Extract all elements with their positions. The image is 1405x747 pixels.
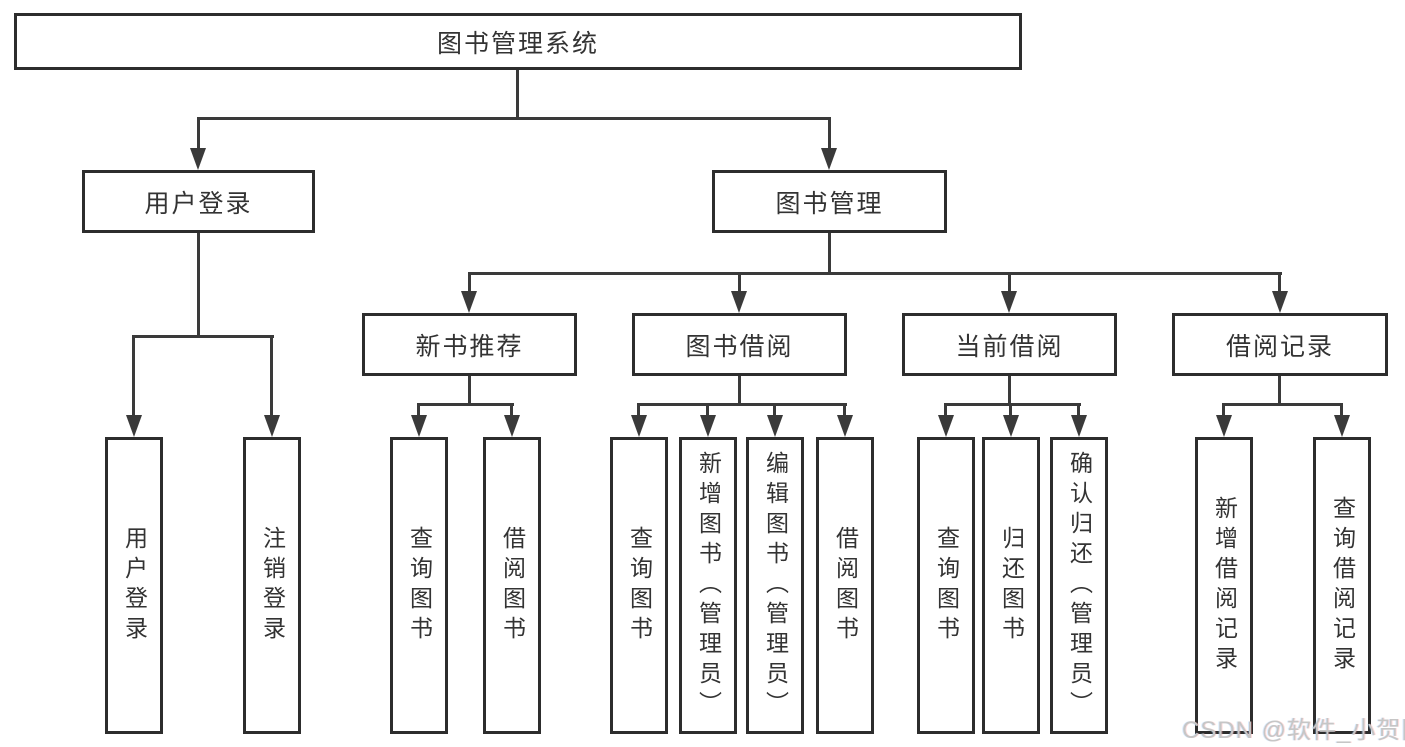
connector-line: [1008, 376, 1011, 406]
arrow-down-icon: [700, 415, 716, 437]
leaf-user-login: 用户登录: [105, 437, 163, 734]
leaf-label: 查询图书: [626, 525, 653, 646]
arrow-down-icon: [1216, 415, 1232, 437]
leaf-label: 新增借阅记录: [1211, 495, 1238, 676]
connector-line: [637, 403, 640, 417]
leaf-query-books: 查询图书: [610, 437, 668, 734]
leaf-query-books: 查询图书: [390, 437, 448, 734]
arrow-down-icon: [1272, 291, 1288, 313]
connector-line: [417, 403, 514, 406]
connector-line: [468, 376, 471, 406]
connector-line: [706, 403, 709, 417]
node-borrowing-records: 借阅记录: [1172, 313, 1388, 376]
arrow-down-icon: [1001, 291, 1017, 313]
connector-line: [1008, 272, 1011, 293]
leaf-label: 查询借阅记录: [1329, 495, 1356, 676]
leaf-confirm-return-admin: 确认归还（管理员）: [1050, 437, 1108, 734]
leaf-logout: 注销登录: [243, 437, 301, 734]
node-label: 借阅记录: [1225, 332, 1334, 361]
arrow-down-icon: [264, 415, 280, 437]
node-book-borrowing: 图书借阅: [632, 313, 847, 376]
connector-line: [1278, 376, 1281, 406]
node-label: 图书借阅: [685, 332, 794, 361]
node-label: 当前借阅: [955, 332, 1064, 361]
connector-line: [1009, 403, 1012, 417]
connector-line: [944, 403, 947, 417]
leaf-borrow-books: 借阅图书: [483, 437, 541, 734]
connector-line: [132, 335, 135, 415]
connector-line: [828, 117, 831, 150]
connector-line: [197, 117, 831, 120]
leaf-label: 新增图书（管理员）: [695, 450, 722, 721]
leaf-label: 查询图书: [406, 525, 433, 646]
leaf-label: 确认归还（管理员）: [1066, 450, 1093, 721]
connector-line: [1222, 403, 1225, 417]
csdn-watermark: CSDN @软件_小贺同学: [1182, 717, 1405, 744]
leaf-query-borrow-record: 查询借阅记录: [1313, 437, 1371, 734]
leaf-label: 查询图书: [933, 525, 960, 646]
arrow-down-icon: [837, 415, 853, 437]
arrow-down-icon: [1071, 415, 1087, 437]
connector-line: [197, 117, 200, 150]
arrow-down-icon: [504, 415, 520, 437]
node-book-management: 图书管理: [712, 170, 947, 233]
connector-line: [738, 272, 741, 293]
leaf-label: 归还图书: [998, 525, 1025, 646]
connector-line: [828, 233, 831, 275]
connector-line: [510, 403, 513, 417]
arrow-down-icon: [1003, 415, 1019, 437]
connector-line: [516, 70, 519, 118]
leaf-query-books: 查询图书: [917, 437, 975, 734]
node-user-login: 用户登录: [82, 170, 315, 233]
leaf-label: 借阅图书: [499, 525, 526, 646]
arrow-down-icon: [411, 415, 427, 437]
arrow-down-icon: [821, 148, 837, 170]
leaf-edit-books-admin: 编辑图书（管理员）: [746, 437, 804, 734]
node-current-borrowing: 当前借阅: [902, 313, 1117, 376]
connector-line: [773, 403, 776, 417]
leaf-label: 编辑图书（管理员）: [762, 450, 789, 721]
connector-line: [738, 376, 741, 406]
connector-line: [1340, 403, 1343, 417]
arrow-down-icon: [461, 291, 477, 313]
node-new-book-recommend: 新书推荐: [362, 313, 577, 376]
connector-line: [1278, 272, 1281, 293]
leaf-label: 借阅图书: [832, 525, 859, 646]
connector-line: [1222, 403, 1342, 406]
connector-line: [944, 403, 1081, 406]
node-label: 新书推荐: [415, 332, 524, 361]
connector-line: [468, 272, 1282, 275]
connector-line: [132, 335, 274, 338]
connector-line: [468, 272, 471, 293]
connector-line: [417, 403, 420, 417]
node-root: 图书管理系统: [14, 13, 1022, 70]
arrow-down-icon: [767, 415, 783, 437]
connector-line: [637, 403, 847, 406]
leaf-borrow-books: 借阅图书: [816, 437, 874, 734]
arrow-down-icon: [126, 415, 142, 437]
connector-line: [1077, 403, 1080, 417]
arrow-down-icon: [190, 148, 206, 170]
node-label: 图书管理: [775, 189, 884, 218]
arrow-down-icon: [731, 291, 747, 313]
arrow-down-icon: [1334, 415, 1350, 437]
connector-line: [270, 335, 273, 415]
leaf-return-books: 归还图书: [982, 437, 1040, 734]
connector-line: [197, 233, 200, 336]
connector-line: [843, 403, 846, 417]
node-label: 用户登录: [144, 189, 253, 218]
node-root-label: 图书管理系统: [436, 29, 599, 58]
leaf-label: 注销登录: [259, 525, 286, 646]
arrow-down-icon: [938, 415, 954, 437]
arrow-down-icon: [631, 415, 647, 437]
leaf-add-borrow-record: 新增借阅记录: [1195, 437, 1253, 734]
leaf-label: 用户登录: [121, 525, 148, 646]
leaf-add-books-admin: 新增图书（管理员）: [679, 437, 737, 734]
